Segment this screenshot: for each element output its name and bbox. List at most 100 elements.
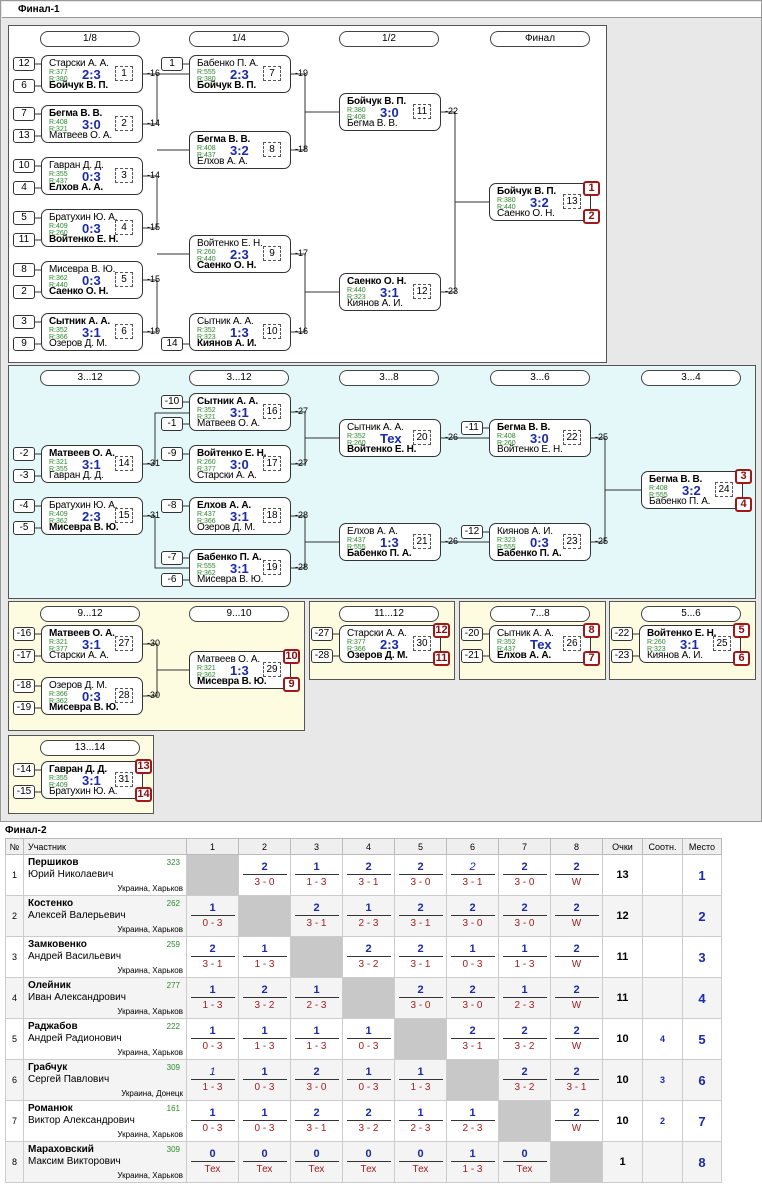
- game-score: W: [571, 1000, 582, 1011]
- match-score: 2:3: [82, 509, 101, 524]
- game-points: 2: [242, 982, 287, 998]
- game-points: 2: [242, 859, 287, 875]
- game-points: 2: [502, 859, 547, 875]
- match-bottom-rating: R:377: [49, 646, 68, 653]
- match-number: 15: [115, 508, 133, 523]
- row-number: 4: [11, 993, 17, 1003]
- game-score: 0 - 3: [358, 1041, 379, 1052]
- game-points: 2: [554, 1023, 599, 1039]
- seed-bottom: -23: [611, 649, 633, 663]
- seed-top: 12: [13, 57, 35, 71]
- game-points: 1: [450, 1105, 495, 1121]
- game-score: W: [571, 918, 582, 929]
- place: 3: [698, 949, 706, 965]
- match-score: 0:3: [82, 273, 101, 288]
- place-bottom: 14: [135, 787, 152, 802]
- match-top-player: Киянов А. И.: [497, 526, 553, 537]
- place-cell: 2: [682, 895, 722, 937]
- seed-bottom: 4: [13, 181, 35, 195]
- seed-top: 5: [13, 211, 35, 225]
- game-score: 3 - 2: [254, 1000, 275, 1011]
- match-top-player: Старски А. А.: [347, 628, 407, 639]
- game-points: 1: [190, 1064, 235, 1080]
- loser-route: -14: [147, 118, 161, 128]
- match-top-rating: R:352: [49, 327, 68, 334]
- diagonal-cell: [290, 936, 343, 978]
- match-top-rating: R:352: [347, 433, 366, 440]
- row-number: 6: [11, 1075, 17, 1085]
- match-bottom-player: Озеров Д. М.: [347, 650, 408, 661]
- match-bottom-player: Бабенко П. А.: [347, 548, 412, 559]
- game-score: 3 - 1: [462, 1041, 483, 1052]
- table-header-11: Соотн.: [642, 838, 683, 855]
- match-score: 2:3: [380, 637, 399, 652]
- row-number: 3: [11, 952, 17, 962]
- round-header: 3...8: [339, 370, 439, 386]
- seed-top: -2: [13, 447, 35, 461]
- seed-top: 10: [13, 159, 35, 173]
- match-bottom-rating: R:362: [49, 518, 68, 525]
- place-top: 1: [583, 181, 600, 196]
- match-number: 29: [263, 662, 281, 677]
- game-score: 3 - 1: [410, 918, 431, 929]
- points: 10: [616, 1033, 629, 1045]
- match-score: Тех: [530, 637, 552, 652]
- participant-last-name: Костенко: [28, 898, 74, 909]
- match-top-player: Саенко О. Н.: [347, 276, 407, 287]
- match-top-player: Бегма В. В.: [49, 108, 103, 119]
- game-points: 2: [294, 900, 339, 916]
- game-points: 2: [190, 941, 235, 957]
- match-top-rating: R:321: [49, 639, 68, 646]
- game-score: W: [571, 877, 582, 888]
